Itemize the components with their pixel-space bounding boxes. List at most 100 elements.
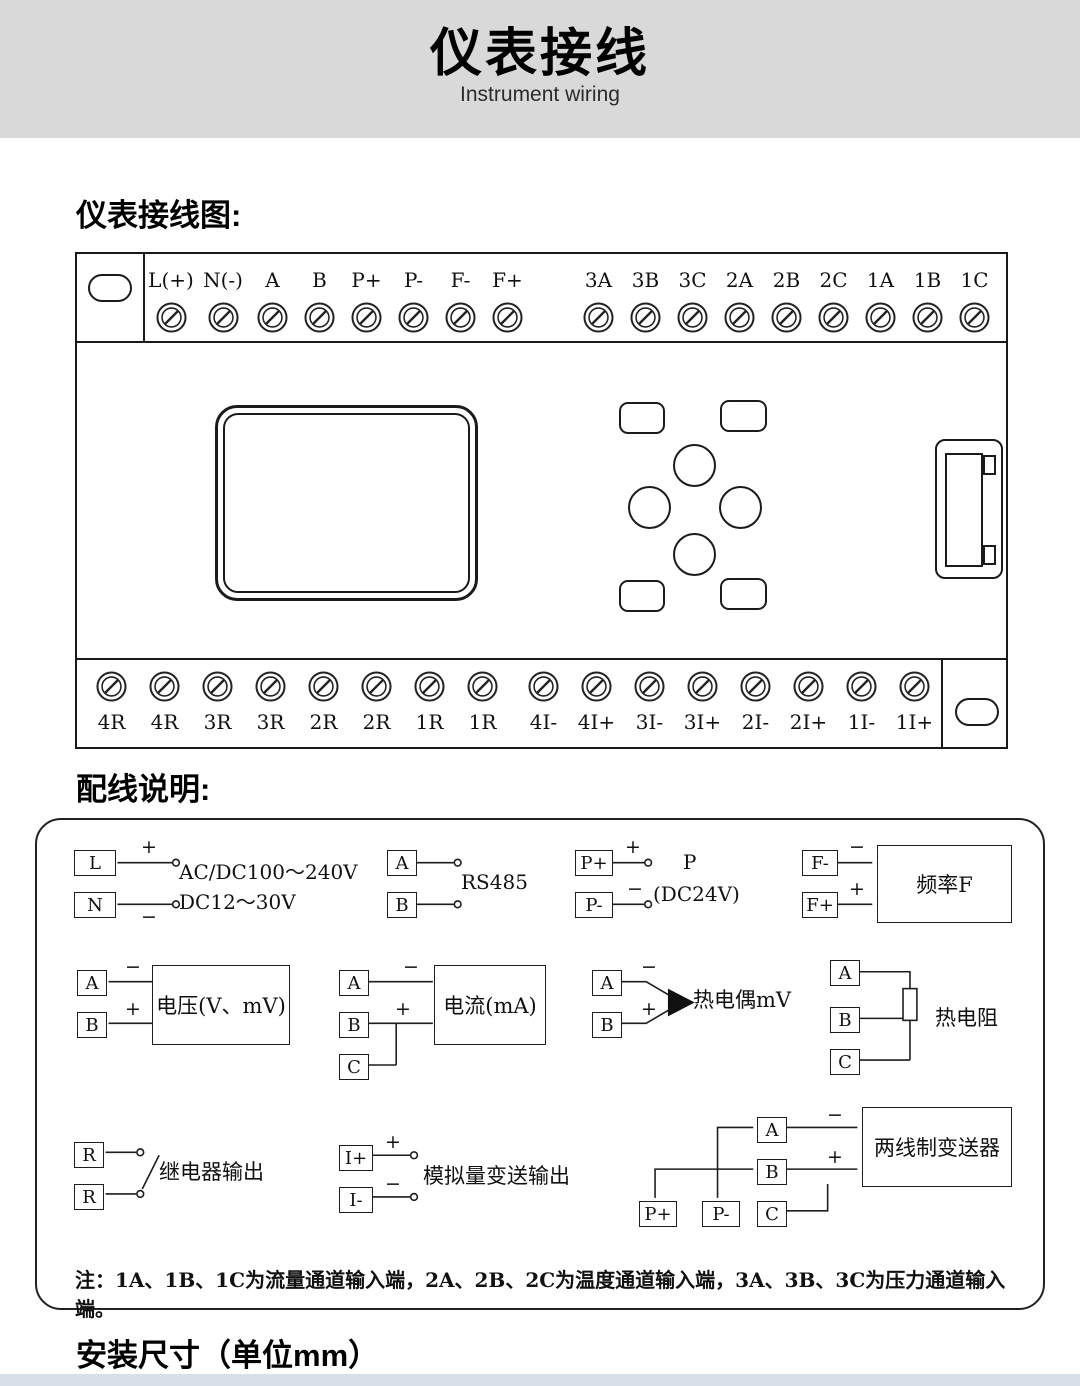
terminal-label: 4R	[150, 710, 179, 734]
thermocouple-label: 热电偶mV	[693, 988, 792, 1012]
terminal-label: 1R	[468, 710, 497, 734]
terminal-box-C: C	[757, 1201, 787, 1227]
banner-subtitle: Instrument wiring	[460, 83, 620, 107]
terminal-cell: 1R	[403, 660, 456, 747]
terminal-box-A: A	[757, 1117, 787, 1143]
terminal-box-P-plus: P+	[639, 1201, 677, 1227]
screw-terminal-icon	[634, 671, 665, 702]
rs485-label: RS485	[461, 870, 528, 894]
polarity-minus: −	[641, 956, 657, 978]
terminal-box-R: R	[74, 1142, 104, 1168]
terminal-box-I-plus: I+	[339, 1145, 373, 1171]
terminal-label: 1A	[866, 268, 895, 292]
polarity-plus: +	[385, 1131, 401, 1153]
side-connector-slot	[945, 453, 983, 567]
terminal-label: 1R	[415, 710, 444, 734]
terminal-label: 3R	[256, 710, 285, 734]
panel-body	[77, 343, 1006, 658]
channel-note: 注：1A、1B、1C为流量通道输入端，2A、2B、2C为温度通道输入端，3A、3…	[75, 1268, 1006, 1321]
section-banner: 仪表接线 Instrument wiring	[0, 0, 1080, 138]
current-input-box: 电流(mA)	[434, 965, 546, 1045]
terminal-cell: 2I+	[782, 660, 835, 747]
mount-hole-icon	[955, 698, 999, 726]
terminal-cell: F-	[437, 254, 484, 341]
terminal-label: 1C	[960, 268, 989, 292]
screw-terminal-icon	[304, 302, 335, 333]
terminal-cell: 1A	[857, 254, 904, 341]
polarity-plus: +	[395, 998, 411, 1020]
terminal-label: 4I-	[529, 710, 558, 734]
terminal-label: 3C	[678, 268, 707, 292]
polarity-plus: +	[141, 836, 157, 858]
terminal-label: P-	[403, 268, 424, 292]
terminal-label: F-	[450, 268, 471, 292]
terminal-box-P-minus: P-	[575, 892, 613, 918]
polarity-plus: +	[849, 878, 865, 900]
screw-terminal-icon	[308, 671, 339, 702]
terminal-cell: 4R	[138, 660, 191, 747]
p24-label-line1: P	[683, 850, 697, 874]
terminal-cell: N(-)	[197, 254, 249, 341]
terminal-label: B	[312, 268, 327, 292]
terminal-box-C: C	[830, 1049, 860, 1075]
terminal-box-I-minus: I-	[339, 1187, 373, 1213]
polarity-plus: +	[625, 836, 641, 858]
screw-terminal-icon	[414, 671, 445, 702]
key-top-right	[720, 400, 767, 432]
relay-output-label: 继电器输出	[159, 1160, 264, 1184]
screw-terminal-icon	[155, 302, 187, 333]
screw-terminal-icon	[96, 671, 127, 702]
terminal-cell: 3C	[669, 254, 716, 341]
screw-terminal-icon	[351, 302, 382, 333]
banner-title: 仪表接线	[429, 25, 650, 83]
polarity-minus: −	[141, 906, 157, 928]
terminal-cell: 3R	[191, 660, 244, 747]
screw-terminal-icon	[959, 302, 990, 333]
two-wire-transmitter-box: 两线制变送器	[862, 1107, 1012, 1187]
wiring-instructions-panel: L N + − AC/DC100～240V DC12～30V A B RS485…	[35, 818, 1045, 1321]
terminal-cell: 1C	[951, 254, 998, 341]
terminal-box-A: A	[339, 970, 369, 996]
power-rating-line1: AC/DC100～240V	[179, 860, 358, 884]
top-terminal-strip: L(+) N(-) A B P+	[77, 254, 1006, 343]
terminal-cell: P+	[343, 254, 390, 341]
terminal-label: F+	[492, 268, 523, 292]
instrument-rear-diagram: L(+) N(-) A B P+	[75, 252, 1008, 749]
terminal-box-C: C	[339, 1054, 369, 1080]
screw-terminal-icon	[724, 302, 755, 333]
terminal-label: 2A	[725, 268, 754, 292]
bottom-terminal-strip: 4R 4R 3R 3R 2R	[77, 658, 1006, 747]
terminal-label: 3I-	[635, 710, 664, 734]
polarity-minus: −	[627, 878, 643, 900]
screw-terminal-icon	[257, 302, 288, 333]
terminal-box-B: B	[339, 1012, 369, 1038]
terminal-box-P-minus: P-	[702, 1201, 740, 1227]
screw-terminal-icon	[865, 302, 896, 333]
terminal-box-N: N	[74, 892, 116, 918]
terminal-cell: L(+)	[145, 254, 197, 341]
screw-terminal-icon	[202, 671, 233, 702]
wiring-notes-heading: 配线说明:	[76, 772, 211, 807]
terminal-cell: P-	[390, 254, 437, 341]
terminal-cell: 3I+	[676, 660, 729, 747]
screw-terminal-icon	[740, 671, 771, 702]
side-connector	[935, 439, 1003, 579]
terminal-cell: 3A	[575, 254, 622, 341]
voltage-input-box: 电压(V、mV)	[152, 965, 290, 1045]
screw-terminal-icon	[793, 671, 824, 702]
terminal-cell: 4I-	[517, 660, 570, 747]
polarity-minus: −	[385, 1173, 401, 1195]
screw-terminal-icon	[818, 302, 849, 333]
frequency-box: 频率F	[877, 845, 1012, 923]
analog-output-label: 模拟量变送输出	[423, 1164, 570, 1188]
terminal-box-P-plus: P+	[575, 850, 613, 876]
terminal-cell: 4I+	[570, 660, 623, 747]
screw-terminal-icon	[445, 302, 476, 333]
screw-terminal-icon	[630, 302, 661, 333]
terminal-cell: 2B	[763, 254, 810, 341]
screw-terminal-icon	[149, 671, 180, 702]
terminal-label: A	[265, 268, 280, 292]
terminal-cell: 3I-	[623, 660, 676, 747]
terminal-label: 2C	[819, 268, 848, 292]
